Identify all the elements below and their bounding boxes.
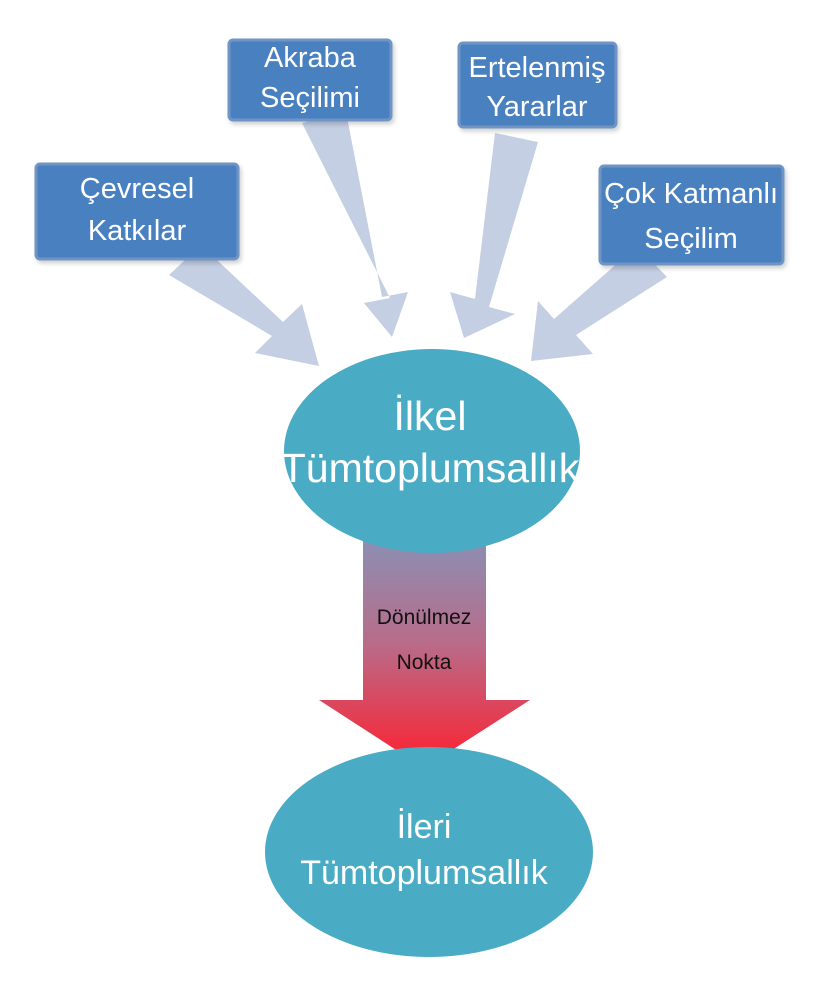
- transition-label-line1: Dönülmez: [377, 606, 472, 629]
- input-box-cok-katmanli-line1: Çok Katmanlı: [604, 178, 778, 210]
- input-box-akraba: Akraba Seçilimi: [227, 38, 393, 122]
- input-box-cevresel-line2: Katkılar: [88, 215, 187, 247]
- input-arrows: [169, 112, 667, 366]
- input-box-cevresel-rect: [34, 162, 240, 261]
- stage-primitive-ellipse: [284, 349, 580, 553]
- stage-advanced-line1: İleri: [397, 808, 452, 846]
- input-box-akraba-line2: Seçilimi: [260, 82, 360, 114]
- stage-primitive-line1: İlkel: [394, 393, 467, 439]
- stage-primitive-line2: Tümtoplumsallık: [281, 445, 580, 491]
- input-box-ertelenmis: Ertelenmiş Yararlar: [457, 41, 618, 129]
- transition-arrow: Dönülmez Nokta: [319, 540, 530, 768]
- input-box-akraba-rect: [227, 38, 393, 122]
- arrow-ertelenmis: [450, 133, 538, 338]
- input-box-cevresel-line1: Çevresel: [80, 173, 194, 205]
- stage-advanced-ellipse: [265, 747, 593, 957]
- stage-advanced: İleri Tümtoplumsallık: [265, 747, 593, 957]
- transition-arrow-shape: [319, 540, 530, 768]
- arrow-akraba: [302, 112, 408, 337]
- input-box-cevresel: Çevresel Katkılar: [34, 162, 240, 261]
- input-box-ertelenmis-line2: Yararlar: [487, 91, 588, 123]
- input-box-cok-katmanli-rect: [598, 164, 785, 266]
- arrow-cok-katmanli: [531, 246, 667, 361]
- input-box-ertelenmis-rect: [457, 41, 618, 129]
- input-box-cok-katmanli-line2: Seçilim: [644, 223, 737, 255]
- input-box-akraba-line1: Akraba: [264, 42, 357, 74]
- input-box-cok-katmanli: Çok Katmanlı Seçilim: [598, 164, 785, 266]
- stage-primitive: İlkel Tümtoplumsallık: [281, 349, 580, 553]
- arrow-cevresel: [169, 245, 319, 366]
- transition-label-line2: Nokta: [397, 651, 452, 674]
- stage-advanced-line2: Tümtoplumsallık: [300, 854, 549, 892]
- input-box-ertelenmis-line1: Ertelenmiş: [469, 52, 606, 84]
